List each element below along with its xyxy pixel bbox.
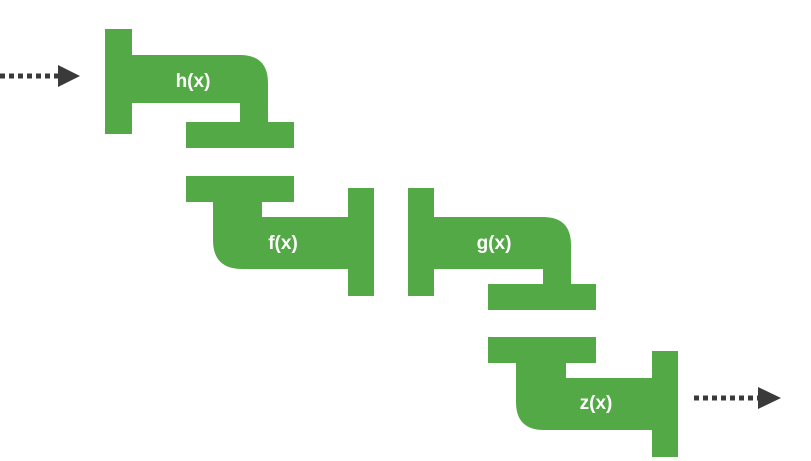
pipe-h: h(x) (105, 29, 294, 148)
pipe-g-outlet-flange (488, 284, 596, 310)
pipe-g-body (434, 217, 571, 284)
pipe-f-body (213, 202, 348, 269)
pipe-f-inlet-flange (186, 176, 294, 202)
pipe-g-flange (408, 188, 434, 296)
pipe-z-inlet-flange (488, 337, 596, 363)
pipe-f-label: f(x) (268, 233, 298, 254)
pipe-h-flange (105, 29, 132, 134)
pipe-h-body (132, 55, 268, 122)
pipe-h-label: h(x) (176, 71, 211, 92)
pipe-z-body (516, 363, 652, 430)
output-arrow (694, 387, 781, 409)
pipe-z: z(x) (488, 337, 678, 457)
input-arrow (0, 65, 80, 87)
pipe-z-flange (652, 351, 678, 457)
pipe-h-outlet-flange (186, 122, 294, 148)
pipe-g-label: g(x) (477, 233, 512, 254)
pipe-f: f(x) (186, 176, 374, 296)
pipe-z-label: z(x) (580, 393, 613, 414)
pipe-g: g(x) (408, 188, 596, 310)
pipe-f-flange (348, 188, 374, 296)
